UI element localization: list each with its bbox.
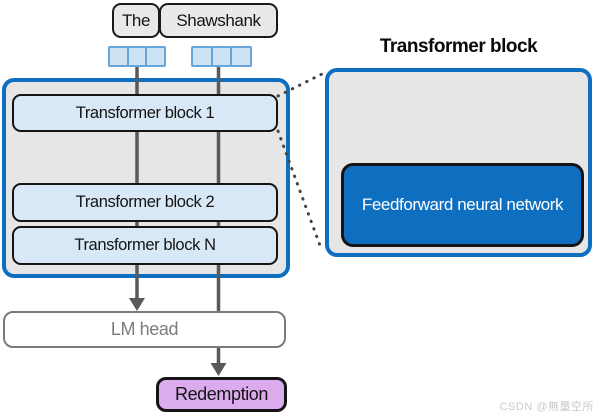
- input-token-shawshank-label: Shawshank: [176, 10, 261, 30]
- transformer-block-2-label: Transformer block 2: [75, 193, 215, 211]
- embedding-cell: [191, 46, 213, 67]
- detail-panel-title: Transformer block: [379, 36, 538, 57]
- transformer-block-2: Transformer block 2: [12, 183, 278, 222]
- embedding-cell: [145, 46, 167, 67]
- transformer-block-1-label: Transformer block 1: [75, 103, 215, 122]
- dashed-zoom-connector-top: [276, 72, 324, 98]
- lm-head-label: LM head: [110, 319, 179, 339]
- feedforward-label: Feedforward neural network: [361, 195, 564, 214]
- feedforward-neural-network-box: Feedforward neural network: [341, 163, 584, 247]
- input-token-the: The: [112, 3, 160, 38]
- transformer-block-n: Transformer block N: [12, 226, 278, 265]
- output-token-label: Redemption: [174, 384, 269, 404]
- embedding-cell: [108, 46, 129, 67]
- transformer-block-n-label: Transformer block N: [74, 236, 216, 254]
- embedding-row-the: [108, 46, 167, 67]
- arrowhead-into-lm-head: [129, 298, 145, 311]
- input-token-shawshank: Shawshank: [159, 3, 278, 38]
- arrowhead-into-output: [210, 363, 227, 376]
- embedding-cell: [126, 46, 148, 67]
- embedding-cell: [230, 46, 253, 67]
- embedding-row-shawshank: [191, 46, 253, 67]
- lm-head-box: LM head: [3, 311, 286, 348]
- transformer-block-1: Transformer block 1: [12, 94, 278, 132]
- watermark: CSDN @無量空所: [499, 401, 594, 413]
- embedding-cell: [210, 46, 233, 67]
- dashed-zoom-connector-bottom: [276, 129, 324, 253]
- output-token-redemption: Redemption: [156, 377, 287, 412]
- input-token-the-label: The: [121, 10, 151, 30]
